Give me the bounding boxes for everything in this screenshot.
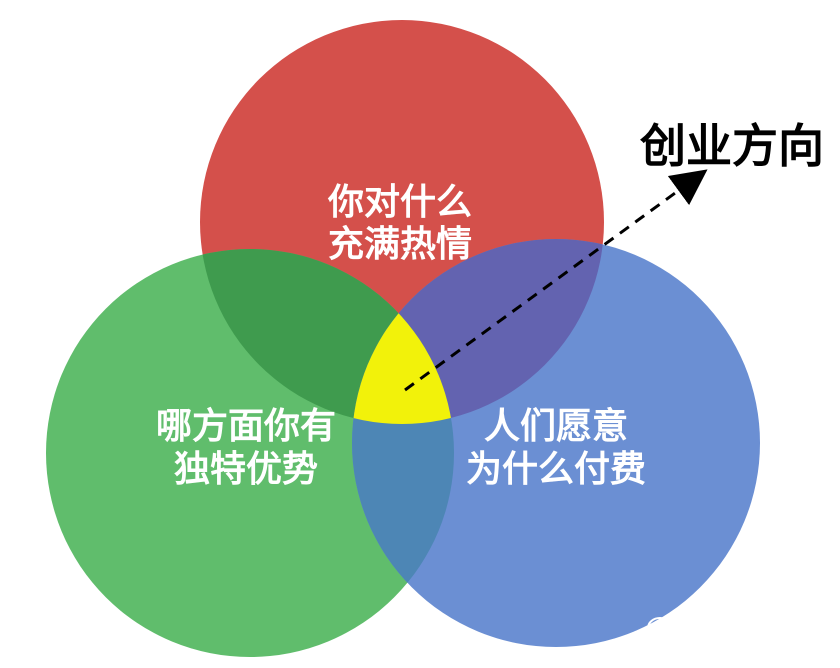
overlap-passion-pay xyxy=(352,239,604,424)
label-advantage-line2: 独特优势 xyxy=(174,449,318,490)
watermark-text: 产品遇上运营 xyxy=(690,621,822,646)
wechat-icon xyxy=(647,617,685,644)
overlap-passion-advantage xyxy=(200,249,454,424)
label-pay-line1: 人们愿意 xyxy=(484,406,628,447)
pointer-label: 创业方向 xyxy=(640,119,824,173)
label-advantage-line1: 哪方面你有 xyxy=(156,406,336,447)
label-passion-line1: 你对什么 xyxy=(327,182,472,223)
pointer-arrow xyxy=(404,169,708,392)
watermark: 产品遇上运营 xyxy=(647,617,822,646)
label-passion-line2: 充满热情 xyxy=(328,224,472,265)
label-pay-line2: 为什么付费 xyxy=(466,449,646,490)
